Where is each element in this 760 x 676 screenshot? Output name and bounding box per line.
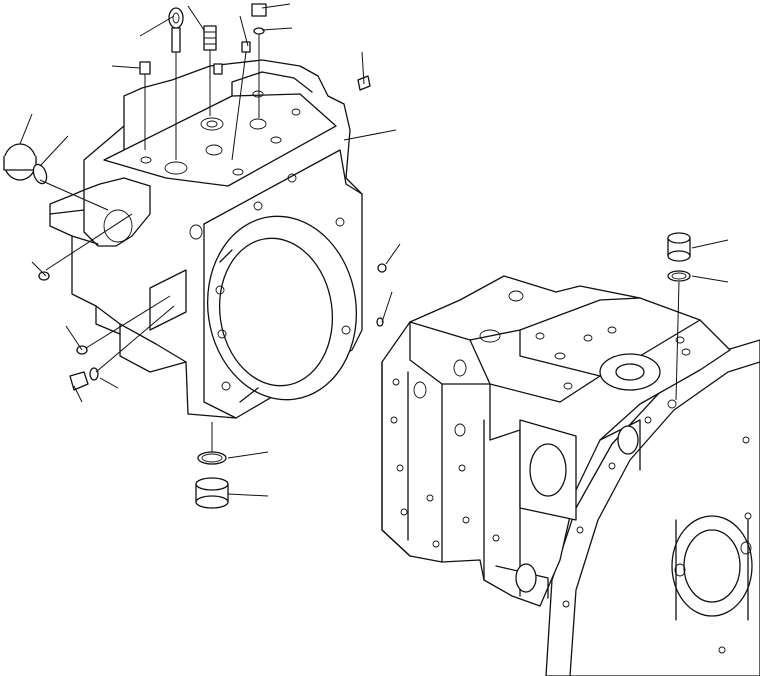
pump-assembled [381, 232, 760, 676]
side-bolt-part [377, 263, 387, 273]
small-bolt-part [251, 3, 267, 35]
small-bolt-part [139, 61, 151, 75]
big-plug-part [3, 143, 48, 185]
small-bolt-part [213, 63, 223, 75]
eye-bolt-part [168, 7, 184, 53]
top-plug-part [667, 232, 691, 282]
side-bolt-part [376, 317, 384, 327]
exploded-small-parts [3, 3, 387, 509]
bottom-plug-part [195, 451, 229, 509]
plug-part [203, 25, 217, 51]
small-bolt-part [241, 41, 251, 53]
pump-case-exploded [49, 59, 363, 419]
side-bolt-part [69, 367, 99, 391]
side-bolt-part [38, 271, 50, 281]
leader-lines-left [19, 3, 401, 497]
